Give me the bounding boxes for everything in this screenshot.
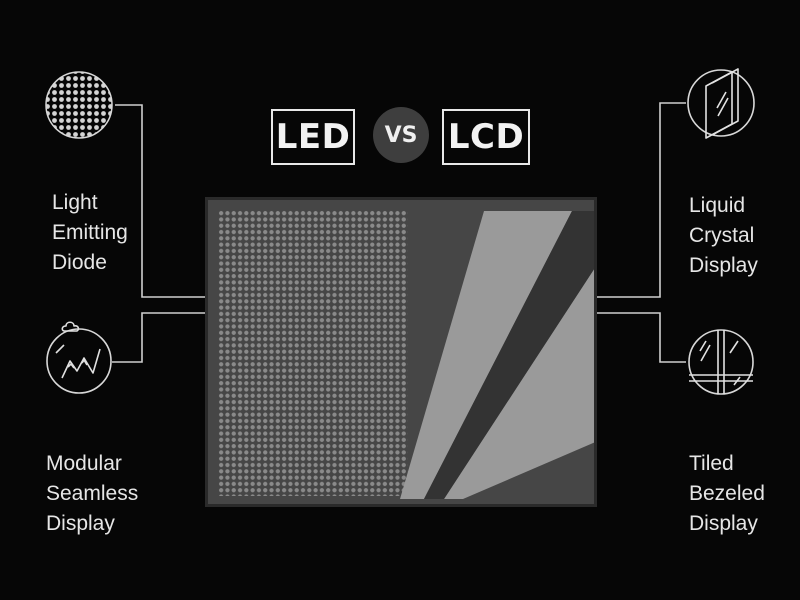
led-modular-line-1: Modular	[46, 452, 122, 475]
lcd-feature-line-2: Crystal	[689, 224, 755, 247]
lcd-tiled-line-1: Tiled	[689, 452, 734, 475]
led-label: LED	[271, 109, 355, 165]
led-dot-grid	[218, 210, 408, 496]
connector-lcd-bottom	[597, 312, 686, 363]
mountain-seamless-icon	[46, 321, 112, 394]
led-modular-text: Modular Seamless Display	[46, 449, 138, 539]
lcd-feature-line-3: Display	[689, 254, 758, 277]
connector-led-top	[115, 104, 205, 298]
lcd-feature-line-1: Liquid	[689, 194, 746, 217]
tiled-bezel-icon	[688, 329, 754, 395]
lcd-tiled-line-2: Bezeled	[689, 482, 765, 505]
lcd-tiled-text: Tiled Bezeled Display	[689, 449, 765, 539]
led-modular-line-2: Seamless	[46, 482, 139, 505]
led-feature-line-3: Diode	[52, 251, 107, 274]
lcd-feature-text: Liquid Crystal Display	[689, 191, 758, 281]
vs-badge: VS	[373, 107, 429, 163]
dot-matrix-icon	[45, 71, 113, 139]
lcd-label: LCD	[442, 109, 530, 165]
lcd-tiled-line-3: Display	[689, 512, 758, 535]
led-feature-line-1: Light	[52, 191, 98, 214]
lcd-dark-band	[424, 211, 594, 499]
lcd-stripes	[400, 211, 594, 499]
connector-lcd-top	[597, 102, 686, 298]
led-modular-line-3: Display	[46, 512, 115, 535]
comparison-screen	[205, 197, 597, 507]
lcd-light-stripe-1	[400, 211, 572, 499]
led-feature-text: Light Emitting Diode	[52, 188, 128, 278]
connector-led-bottom	[112, 312, 205, 363]
glass-panel-icon	[687, 68, 755, 139]
led-feature-line-2: Emitting	[52, 221, 128, 244]
